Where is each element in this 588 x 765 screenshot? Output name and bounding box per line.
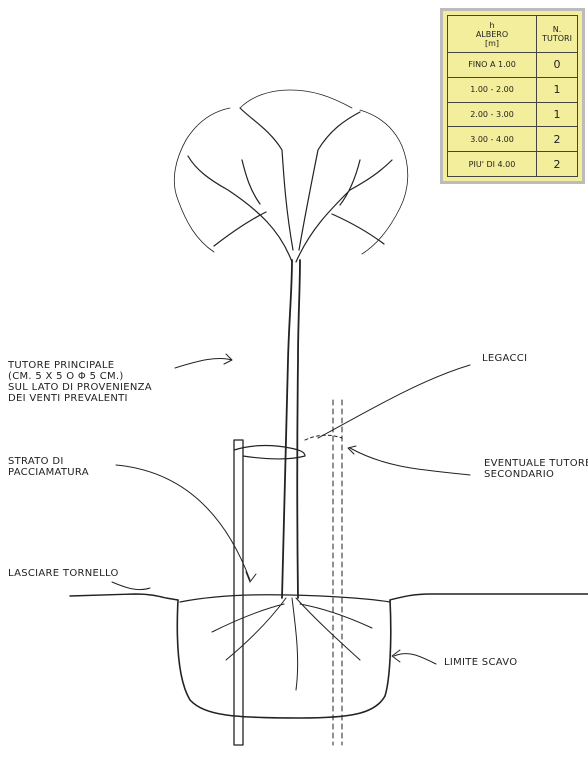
ground-line-right xyxy=(390,594,588,600)
arrow-strato xyxy=(116,465,256,582)
label-tornello: LASCIARE TORNELLO xyxy=(8,568,119,579)
label-eventuale-tutore: EVENTUALE TUTORE SECONDARIO xyxy=(484,458,588,480)
header-tutori: N. TUTORI xyxy=(537,16,578,53)
table-row: 3.00 - 4.00 2 xyxy=(448,127,578,152)
tree-trunk xyxy=(282,260,292,598)
header-albero: h ALBERO [m] xyxy=(448,16,537,53)
table-row: 2.00 - 3.00 1 xyxy=(448,102,578,127)
label-strato: STRATO DI PACCIAMATURA xyxy=(8,456,89,478)
ground-line-left xyxy=(70,594,178,600)
tie-binding xyxy=(234,446,305,459)
stake-count-table: h ALBERO [m] N. TUTORI FINO A 1.00 0 1.0… xyxy=(440,8,585,184)
label-legacci: LEGACCI xyxy=(482,353,527,364)
arrow-legacci xyxy=(318,365,470,438)
tree-branches xyxy=(188,108,392,262)
table-row: FINO A 1.00 0 xyxy=(448,53,578,78)
arrow-tornello xyxy=(112,582,150,590)
label-limite-scavo: LIMITE SCAVO xyxy=(444,657,517,668)
tree-crown xyxy=(174,90,407,254)
label-tutore-principale: TUTORE PRINCIPALE (cm. 5 x 5 o Φ 5 cm.) … xyxy=(8,360,152,404)
arrow-tutore xyxy=(175,354,232,368)
table-row: PIU' DI 4.00 2 xyxy=(448,152,578,177)
main-stake xyxy=(234,440,243,745)
arrow-eventuale xyxy=(348,446,470,475)
arrow-limite xyxy=(392,650,436,664)
tree-roots xyxy=(212,598,372,690)
secondary-stake xyxy=(333,400,342,745)
mulch-layer xyxy=(180,595,390,602)
table-row: 1.00 - 2.00 1 xyxy=(448,77,578,102)
